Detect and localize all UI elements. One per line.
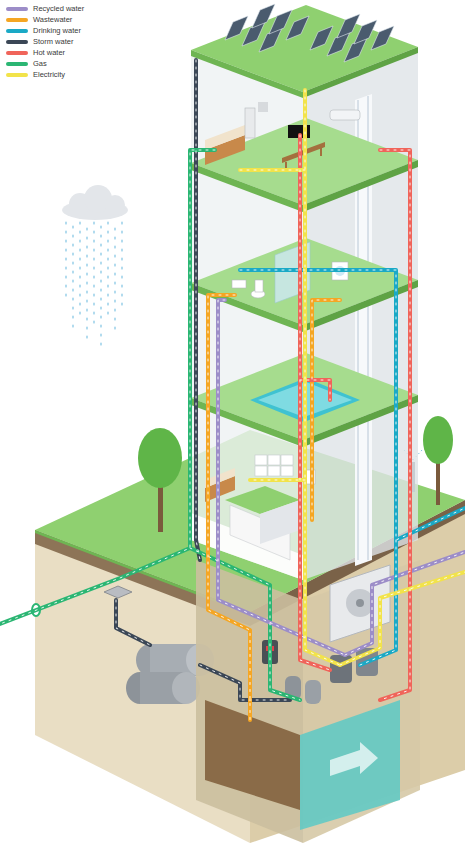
legend-row: Recycled water <box>6 3 84 14</box>
legend-text: Gas <box>33 58 47 69</box>
legend-row: Storm water <box>6 36 84 47</box>
legend-swatch <box>6 29 28 33</box>
legend-text: Wastewater <box>33 14 72 25</box>
legend-row: Wastewater <box>6 14 84 25</box>
basement <box>196 560 420 843</box>
legend-text: Drinking water <box>33 25 81 36</box>
legend-swatch <box>6 40 28 44</box>
legend-swatch <box>6 73 28 77</box>
legend-text: Electricity <box>33 69 65 80</box>
legend-row: Hot water <box>6 47 84 58</box>
legend-text: Storm water <box>33 36 73 47</box>
legend-swatch <box>6 18 28 22</box>
legend-row: Drinking water <box>6 25 84 36</box>
legend: Recycled waterWastewaterDrinking waterSt… <box>6 3 84 80</box>
kitchen-living <box>205 102 360 172</box>
legend-row: Gas <box>6 58 84 69</box>
legend-swatch <box>6 62 28 66</box>
legend-text: Recycled water <box>33 3 84 14</box>
legend-text: Hot water <box>33 47 65 58</box>
roof <box>191 4 418 98</box>
legend-swatch <box>6 7 28 11</box>
rain-cloud <box>62 185 128 345</box>
legend-swatch <box>6 51 28 55</box>
bathroom <box>232 242 348 303</box>
service-pipes <box>0 60 465 720</box>
legend-row: Electricity <box>6 69 84 80</box>
